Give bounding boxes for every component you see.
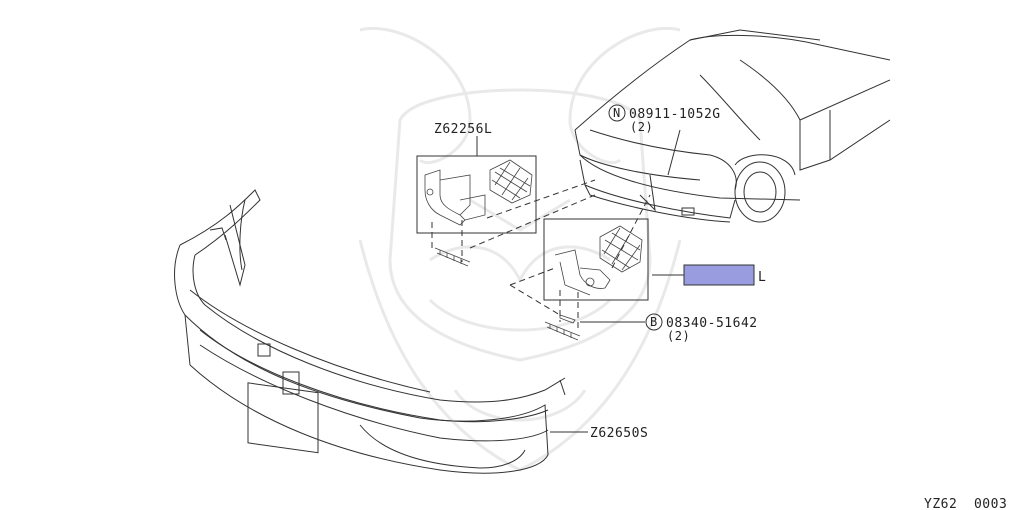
bracket-box: [416, 155, 537, 234]
label-bumper[interactable]: Z62650S: [590, 426, 648, 441]
bolt-n-number: 08911-1052G: [629, 107, 721, 122]
label-bracket-assembly[interactable]: Z62256L: [434, 122, 492, 137]
marker-n-text: N: [613, 106, 621, 120]
bolt-b-number: 08340-51642: [666, 316, 758, 331]
watermark: [358, 27, 682, 472]
assembly-lines: [431, 179, 651, 332]
bumper-illustration: [174, 189, 566, 474]
label-bolt-b[interactable]: B 08340-51642 (2): [645, 313, 758, 343]
marker-b-text: B: [650, 315, 658, 329]
car-front-illustration: [574, 29, 891, 223]
highlight-part[interactable]: L: [683, 264, 766, 286]
bracket-box-highlighted: [543, 218, 649, 301]
highlight-suffix: L: [758, 270, 766, 285]
marker-b-icon: [645, 313, 663, 331]
screws: [434, 247, 581, 341]
bolt-n-qty: (2): [630, 120, 653, 134]
diagram-id: YZ62 0003: [924, 497, 1007, 510]
marker-n-icon: [608, 104, 626, 122]
leader-lines: [476, 129, 684, 433]
label-bolt-n[interactable]: N 08911-1052G (2): [608, 104, 721, 134]
highlight-box[interactable]: [683, 264, 755, 286]
bolt-b-qty: (2): [667, 329, 690, 343]
